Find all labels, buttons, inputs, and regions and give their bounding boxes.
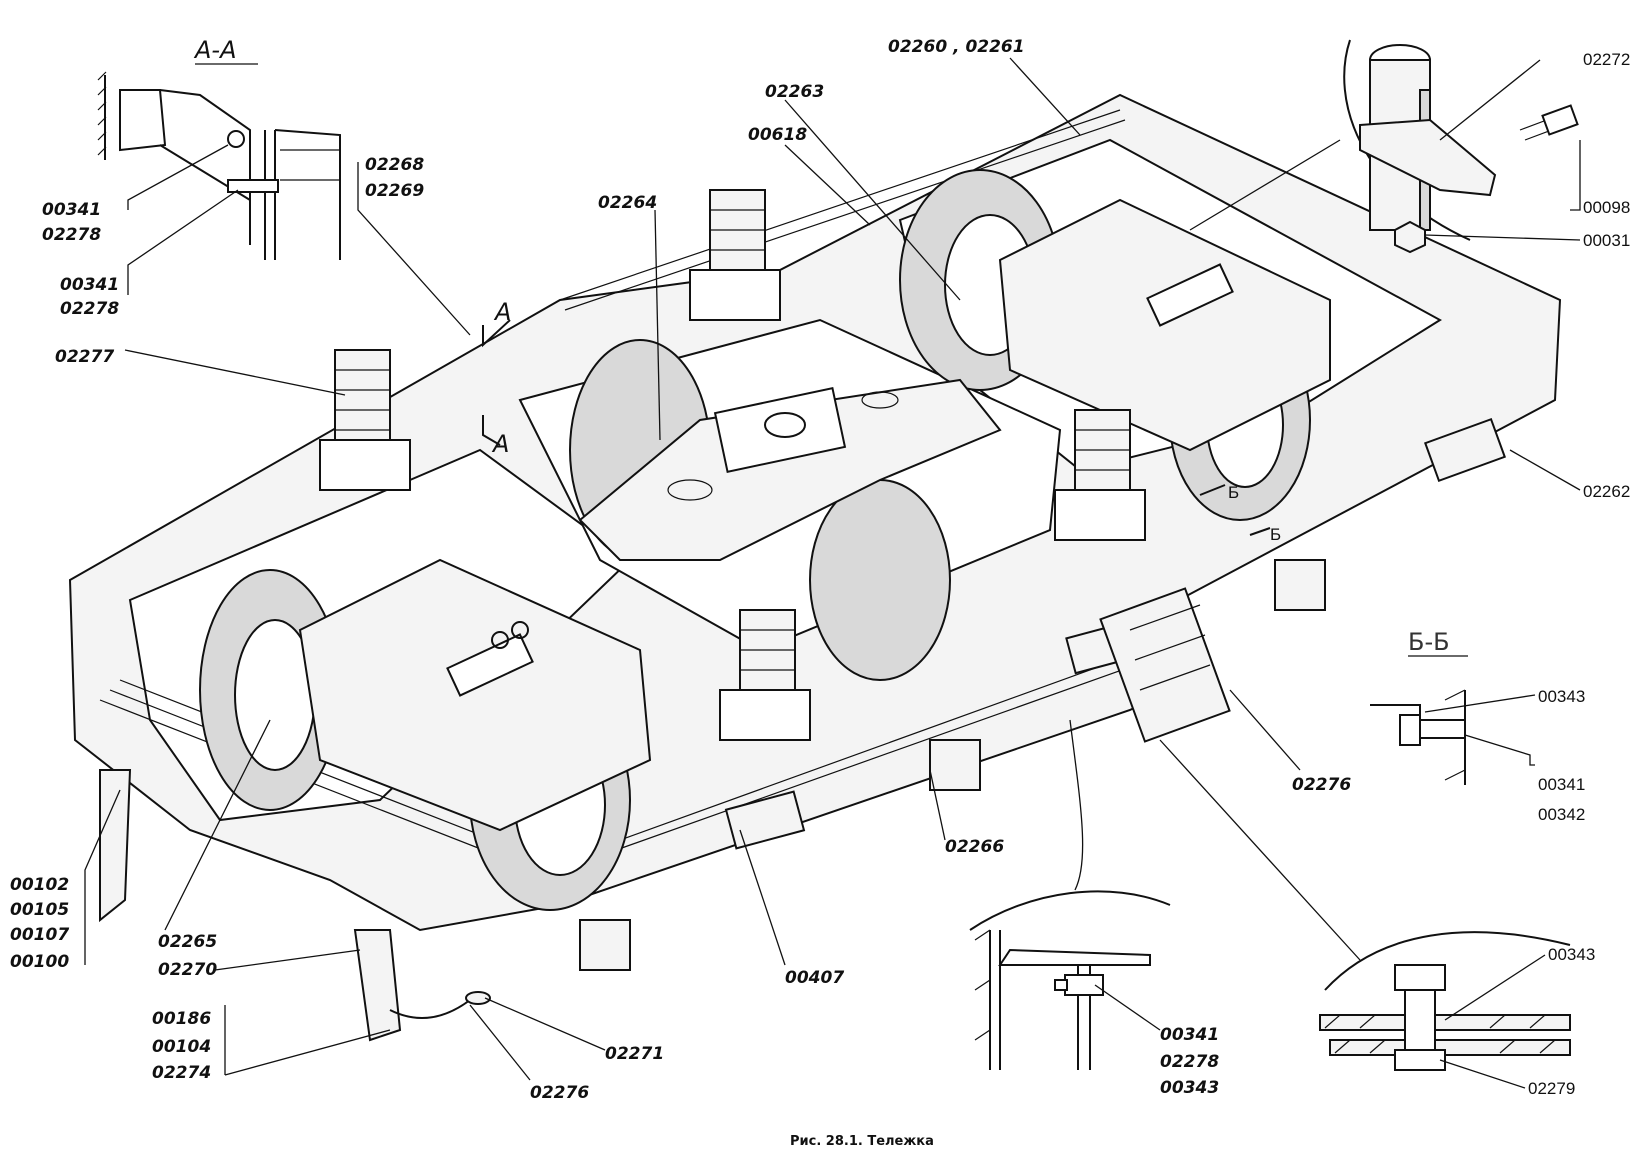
part-label: 02274 [152,1063,211,1083]
part-label: 00104 [152,1037,211,1057]
cut-b-top-label: Б [1228,483,1239,502]
bolster [578,378,1002,561]
leader-lines [84,57,1581,1089]
part-label: 00102 [10,875,69,895]
part-label: 02278 [1160,1052,1219,1072]
part-label: 02278 [42,225,101,245]
spring-stack [319,349,411,491]
part-label: 00341 [1160,1025,1219,1045]
part-label: 00343 [1538,687,1585,706]
section-bb-detail [1370,689,1466,785]
part-label: 00341 [1538,775,1585,794]
detail-02272 [1343,39,1579,254]
part-label: 02266 [945,837,1004,857]
part-label: 02276 [530,1083,589,1103]
part-label: 00107 [10,925,69,945]
cut-a-bottom-label: А [491,430,509,458]
bracket-right [1099,587,1231,743]
section-bb-title: Б-Б [1408,628,1450,656]
part-label: 02272 [1583,50,1630,69]
part-label: 00100 [10,952,69,972]
spring-stack [1054,409,1146,541]
traction-motor-front [298,558,652,832]
spring-stack [689,189,781,321]
part-label: 02262 [1583,482,1630,501]
part-label: 00341 [60,275,119,295]
figure-caption: Рис. 28.1. Тележка [790,1134,934,1149]
part-label: 02268 [365,155,424,175]
part-label: 00343 [1160,1078,1219,1098]
part-label: 02264 [598,193,657,213]
cut-marker-bb: Б Б [1199,483,1281,544]
part-label: 00407 [785,968,844,988]
part-label: 00105 [10,900,69,920]
spring-stack [719,609,811,741]
part-label: 00342 [1538,805,1585,824]
part-label: 02271 [605,1044,664,1064]
part-label: 02278 [60,299,119,319]
part-label: 02269 [365,181,424,201]
part-label: 02265 [158,932,217,952]
detail-angle-bracket [969,890,1171,1070]
part-label: 00186 [152,1009,211,1029]
part-label: 02260 , 02261 [888,37,1025,57]
part-label: 00341 [42,200,101,220]
detail-bolt-section [1319,931,1571,1071]
part-label: 02276 [1292,775,1351,795]
cut-a-top-label: А [493,298,511,326]
part-labels: 02260 , 02261 02263 00618 02264 02268 02… [10,37,1630,1103]
part-label: 02277 [55,347,114,367]
section-aa-detail [97,71,341,260]
section-aa-title: А-А [193,36,237,64]
part-label: 02263 [765,82,824,102]
front-bracket [99,769,491,1042]
part-label: 00618 [748,125,807,145]
part-label: 02279 [1528,1079,1575,1098]
part-label: 00031 [1583,231,1630,250]
part-label: 00098 [1583,198,1630,217]
cut-b-bottom-label: Б [1270,525,1281,544]
part-label: 02270 [158,960,217,980]
lower-springs [579,559,1326,971]
part-label: 00343 [1548,945,1595,964]
traction-motor-rear [998,198,1331,452]
cut-marker-aa: А А [482,298,511,458]
